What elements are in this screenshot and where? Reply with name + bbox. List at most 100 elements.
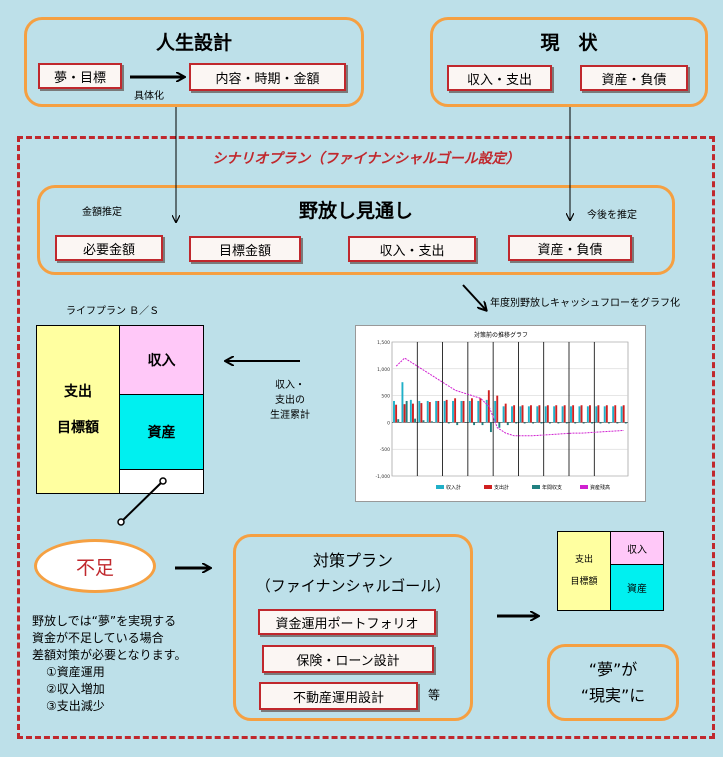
outlook-title: 野放し見通し — [298, 200, 413, 222]
real-estate-box: 不動産運用設計 — [259, 682, 418, 710]
chart-bar — [591, 422, 594, 424]
chart-bar — [494, 400, 497, 423]
explanation-text: 野放しでは“夢”を実現する 資金が不足している場合 差額対策が必要となります。 … — [32, 613, 186, 715]
chart-bar — [565, 422, 568, 424]
small-bs-expense-label: 支出 — [574, 555, 593, 565]
chart-legend-label: 資産残高 — [590, 484, 610, 491]
chart-bar — [603, 406, 606, 423]
chart-bar — [580, 405, 583, 423]
chart-bar — [586, 406, 589, 423]
chart-bar — [498, 422, 501, 428]
measure-3: ③支出減少 — [46, 699, 105, 713]
bs-diagram: 支出 目標額 収入 資産 — [36, 325, 204, 494]
chart-bar — [405, 400, 408, 423]
bs-income-area: 収入 — [120, 326, 203, 395]
chart-legend-label: 年間収支 — [542, 484, 562, 491]
chart-y-tick-label: 0 — [387, 420, 390, 426]
chart-bar — [595, 406, 598, 423]
chart-bar — [496, 395, 499, 423]
chart-bar — [620, 406, 623, 423]
chart-bar — [471, 398, 473, 423]
chart-bar — [428, 402, 431, 423]
chart-bar — [557, 422, 560, 424]
small-bs-diagram: 支出 目標額 収入 資産 — [557, 531, 664, 611]
chart-bar — [443, 400, 446, 423]
result-line-1: “夢”が — [588, 659, 638, 679]
explanation-line-2: 資金が不足している場合 — [32, 631, 164, 645]
chart-bar — [530, 405, 532, 423]
chart-bar — [532, 422, 535, 424]
small-bs-income-area: 収入 — [611, 532, 663, 565]
cashflow-chart-svg: 対策前の推移グラフ-1,000-50005001,0001,500収入計支出計年… — [375, 331, 629, 491]
chart-bar — [439, 422, 442, 423]
chart-bar — [409, 399, 412, 423]
small-bs-income-label: 収入 — [627, 544, 647, 556]
chart-bar — [422, 420, 425, 423]
chart-bar — [616, 422, 619, 424]
concretize-label: 具体化 — [134, 91, 164, 102]
chart-bar — [527, 406, 530, 423]
chart-bar — [521, 405, 524, 423]
chart-bar — [479, 398, 482, 423]
countermeasure-title: 対策プラン — [312, 551, 393, 570]
chart-bar — [426, 400, 429, 423]
small-bs-expense-area: 支出 目標額 — [558, 532, 611, 610]
chart-legend-swatch — [436, 485, 444, 489]
bs-income-label: 収入 — [147, 353, 176, 369]
chart-title: 対策前の推移グラフ — [474, 331, 528, 339]
explanation-line-1: 野放しでは“夢”を実現する — [32, 614, 177, 628]
chart-bar — [612, 406, 615, 423]
chart-legend-label: 支出計 — [494, 484, 509, 491]
bs-target-label: 目標額 — [57, 419, 99, 436]
small-bs-target-label: 目標額 — [570, 577, 598, 587]
result-line-2: “現実”に — [580, 685, 646, 705]
explanation-line-3: 差額対策が必要となります。 — [32, 648, 187, 662]
bs-title: ライフプラン Ｂ／Ｓ — [66, 306, 160, 317]
current-title: 現 状 — [540, 32, 598, 54]
bs-expense-label: 支出 — [64, 383, 92, 400]
chart-bar — [456, 422, 459, 426]
amount-estimate-note: 金額推定 — [82, 207, 122, 218]
chart-legend-swatch — [484, 485, 492, 489]
lifetime-line-1: 収入・ — [275, 380, 305, 391]
lifetime-line-2: 支出の — [275, 395, 305, 406]
chart-bar — [430, 421, 433, 423]
life-plan-title: 人生設計 — [155, 32, 232, 54]
future-estimate-note: 今後を推定 — [587, 210, 637, 221]
chart-bar — [420, 403, 423, 423]
measure-1: ①資産運用 — [46, 665, 105, 679]
chart-bar — [515, 422, 518, 424]
portfolio-box: 資金運用ポートフォリオ — [258, 609, 436, 635]
small-bs-assets-area: 資産 — [611, 565, 663, 610]
chart-bar — [412, 403, 414, 423]
chart-bar — [489, 422, 492, 433]
chart-bar — [435, 400, 438, 423]
chart-bar — [418, 400, 421, 423]
details-box: 内容・時期・金額 — [189, 63, 346, 91]
chart-y-tick-label: 1,000 — [377, 367, 390, 373]
chart-bar — [437, 400, 440, 423]
bs-assets-label: 資産 — [147, 425, 176, 441]
chart-bar — [597, 405, 600, 423]
chart-bar — [589, 405, 591, 423]
chart-bar — [536, 406, 539, 423]
chart-bar — [555, 405, 558, 423]
chart-bar — [481, 422, 484, 426]
small-bs-assets-label: 資産 — [627, 584, 647, 595]
countermeasure-subtitle: （ファイナンシャルゴール） — [255, 577, 451, 595]
etc-label: 等 — [428, 688, 441, 702]
graph-note: 年度別野放しキャッシュフローをグラフ化 — [490, 298, 680, 309]
chart-bar — [393, 400, 395, 423]
chart-bar — [462, 400, 465, 423]
chart-bar — [502, 406, 505, 423]
chart-bar — [561, 406, 564, 423]
shortage-ellipse: 不足 — [34, 539, 156, 593]
chart-bar — [614, 405, 617, 423]
chart-bar — [582, 422, 585, 424]
bs-expense-area: 支出 目標額 — [37, 326, 120, 493]
chart-bar — [538, 405, 541, 423]
current-income-box: 収入・支出 — [447, 65, 552, 91]
lifetime-line-3: 生涯累計 — [270, 410, 310, 421]
result-box: “夢”が “現実”に — [547, 644, 679, 721]
